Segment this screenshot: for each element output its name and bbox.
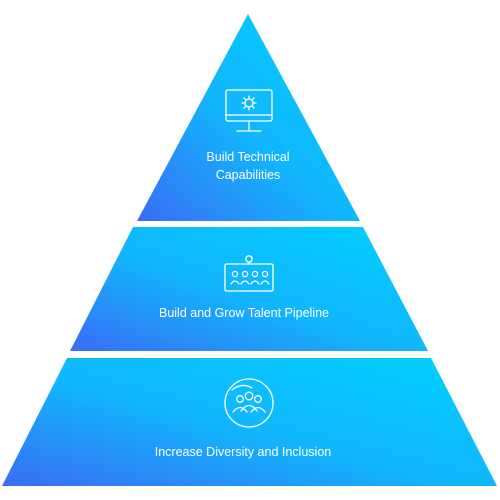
diverse-group-circle-icon [224, 378, 274, 428]
tier-middle-label: Build and Grow Talent Pipeline [159, 306, 329, 320]
tier-top-label-line-2: Capabilities [216, 168, 281, 182]
monitor-gear-icon [225, 89, 273, 132]
pyramid-tier-middle: Build and Grow Talent Pipeline [70, 227, 428, 351]
pyramid-tier-top: Build Technical Capabilities [137, 14, 360, 221]
tier-top-label-line-1: Build Technical [206, 150, 289, 164]
pyramid-tier-bottom: Increase Diversity and Inclusion [2, 358, 497, 486]
tier-top-shape [137, 14, 360, 221]
tier-bottom-label: Increase Diversity and Inclusion [155, 445, 332, 459]
tier-middle-shape [70, 227, 428, 351]
team-presentation-icon [224, 255, 274, 292]
tier-bottom-shape [2, 358, 497, 486]
